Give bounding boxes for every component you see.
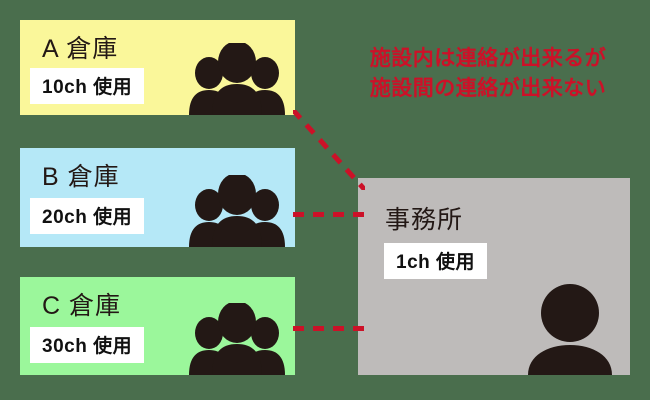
three-people-icon	[187, 173, 287, 247]
warning-annotation: 施設内は連絡が出来るが 施設間の連絡が出来ない	[333, 44, 643, 104]
connector-b-line	[293, 212, 365, 217]
facility-box-a[interactable]: A 倉庫 10ch 使用	[20, 20, 295, 115]
connector-a-to-office	[291, 108, 367, 192]
channel-badge-office: 1ch 使用	[384, 243, 488, 279]
connector-c-to-office	[293, 326, 365, 332]
single-person-icon	[528, 281, 612, 375]
channel-badge-c: 30ch 使用	[30, 327, 145, 363]
three-people-icon	[187, 41, 287, 115]
warning-line-2: 施設間の連絡が出来ない	[369, 77, 607, 100]
facility-box-office[interactable]: 事務所 1ch 使用	[358, 178, 630, 375]
facility-title-b: B 倉庫	[42, 163, 120, 191]
warning-line-1: 施設内は連絡が出来るが	[369, 47, 607, 70]
facility-title-c: C 倉庫	[42, 292, 122, 320]
connector-c-line	[293, 326, 365, 331]
facility-title-office: 事務所	[385, 206, 464, 234]
facility-title-a: A 倉庫	[42, 35, 119, 63]
three-people-icon	[187, 301, 287, 375]
channel-badge-a: 10ch 使用	[30, 68, 145, 104]
facility-box-b[interactable]: B 倉庫 20ch 使用	[20, 148, 295, 247]
channel-badge-b: 20ch 使用	[30, 198, 145, 234]
facility-box-c[interactable]: C 倉庫 30ch 使用	[20, 277, 295, 375]
connector-b-to-office	[293, 212, 365, 218]
